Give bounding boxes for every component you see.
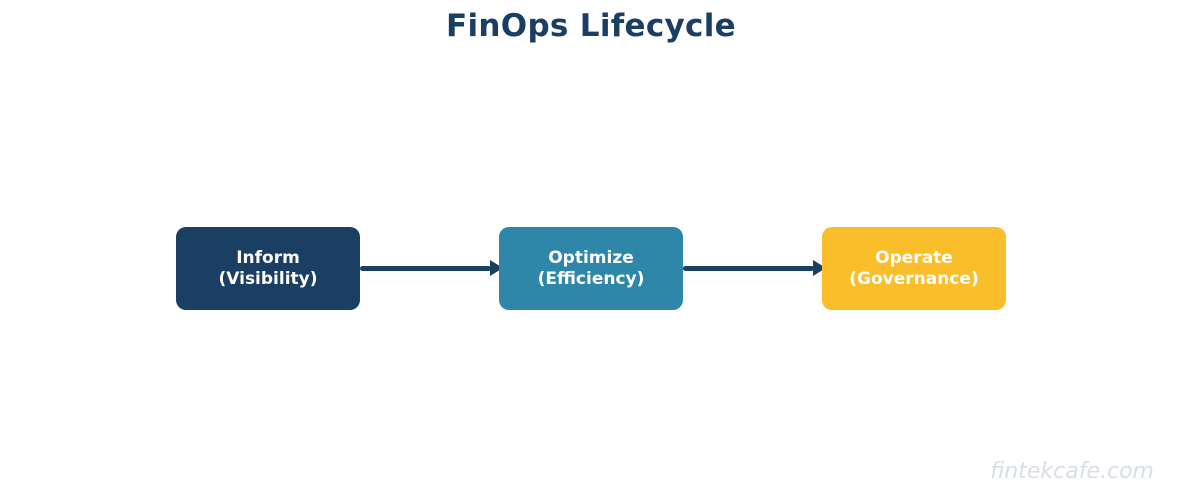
stage-operate-box: Operate (Governance) <box>822 227 1006 310</box>
stage-label: Inform <box>236 247 300 268</box>
stage-sublabel: (Governance) <box>849 268 979 289</box>
stage-label: Operate <box>875 247 953 268</box>
arrow-shaft <box>683 266 814 271</box>
stage-inform-box: Inform (Visibility) <box>176 227 360 310</box>
arrow-shaft <box>360 266 491 271</box>
stage-sublabel: (Visibility) <box>218 268 318 289</box>
stage-label: Optimize <box>548 247 634 268</box>
diagram-title: FinOps Lifecycle <box>446 8 736 44</box>
watermark: fintekcafe.com <box>990 459 1154 484</box>
stage-sublabel: (Efficiency) <box>537 268 645 289</box>
stage-optimize-box: Optimize (Efficiency) <box>499 227 683 310</box>
